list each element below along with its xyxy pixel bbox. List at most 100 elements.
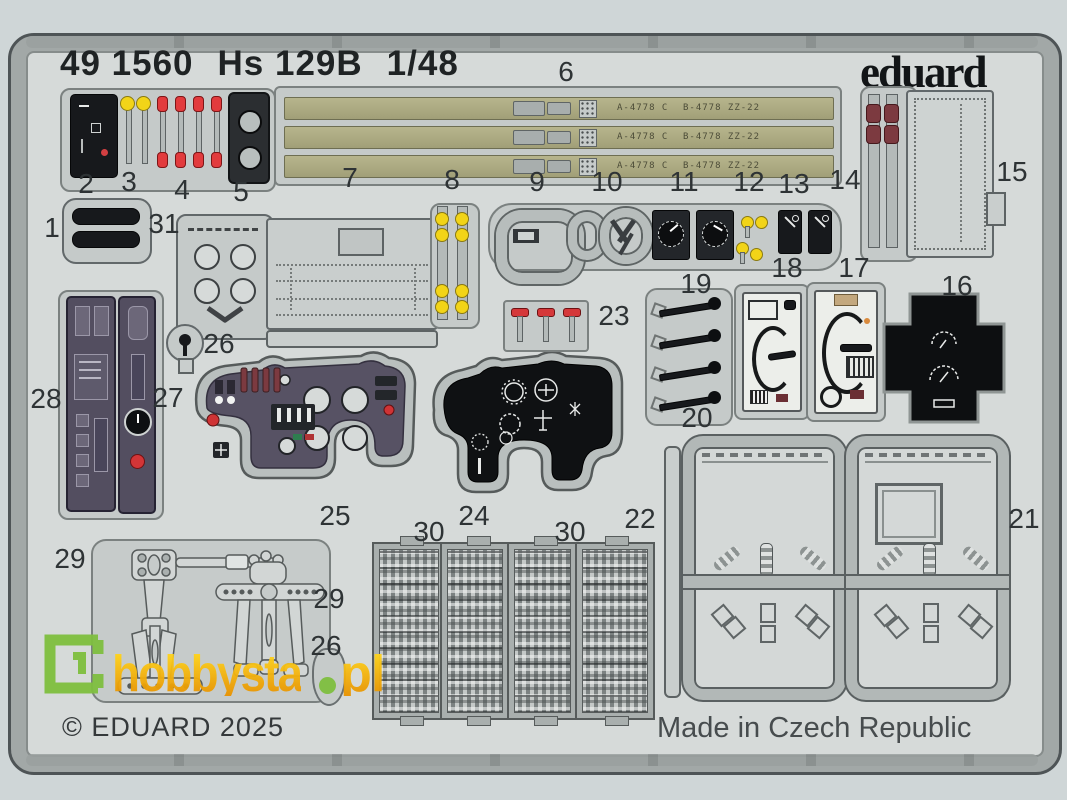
rivet-line — [960, 104, 962, 242]
lever-shaft — [658, 333, 716, 350]
part-16-panel — [882, 292, 1006, 424]
scale: 1/48 — [386, 44, 459, 83]
rivet-border — [914, 98, 986, 250]
belt-grommets — [579, 158, 597, 176]
console-line — [79, 377, 101, 379]
part-12-stem — [740, 252, 745, 264]
belt-code-left: A-4778 C — [617, 161, 669, 171]
handle-stem — [569, 316, 575, 342]
lever-ball — [708, 391, 721, 404]
panel-mark — [81, 139, 83, 153]
door-window-inner — [882, 490, 936, 538]
part-label-16: 16 — [941, 270, 973, 301]
trim-grid — [750, 390, 768, 404]
door-hinge-fitting — [797, 544, 829, 573]
door-frame-rail-left — [664, 446, 681, 698]
part-label-25: 25 — [319, 500, 351, 531]
rivet-row — [276, 298, 428, 300]
door-fitting-outline — [923, 625, 939, 643]
ring — [600, 208, 652, 264]
fret-frame-slots-bottom — [26, 754, 1038, 766]
trim-coil — [820, 386, 842, 408]
console-clock — [124, 408, 152, 436]
pedal-bar — [72, 208, 140, 225]
lightening-hole — [194, 278, 220, 304]
part-25-instrument-panel — [194, 351, 417, 480]
belt-buckle — [513, 159, 545, 174]
door-divider — [683, 574, 846, 590]
part-11-gauges — [652, 210, 734, 260]
seatbelt-strap: A-4778 C B-4778 ZZ-22 — [284, 126, 834, 149]
seatbelt-strap: A-4778 C B-4778 ZZ-22 — [284, 155, 834, 178]
bracket-hole — [238, 146, 262, 170]
belt-adjuster — [547, 160, 571, 173]
part-label-14: 14 — [829, 164, 861, 195]
trim-arc-scale — [822, 312, 872, 394]
part-label-4: 4 — [174, 174, 190, 205]
belt-buckle — [513, 101, 545, 116]
part-label-10: 10 — [591, 166, 623, 197]
part-28-console — [66, 296, 116, 512]
rivet-row — [276, 264, 428, 266]
yellow-knob — [455, 300, 469, 314]
door-hinge-fitting — [960, 544, 992, 573]
part-8-lever — [437, 206, 448, 320]
part-label-28: 28 — [30, 383, 62, 414]
part-label-23: 23 — [598, 300, 630, 331]
switch-panel — [778, 210, 802, 254]
yellow-knob — [455, 284, 469, 298]
copyright-text: © EDUARD 2025 — [62, 712, 284, 742]
part-15-tab — [986, 192, 1006, 226]
catalog-number: 49 1560 — [60, 44, 194, 83]
part-3-lever — [142, 106, 148, 164]
part-5-bracket — [228, 92, 270, 184]
part-label-27: 27 — [152, 382, 184, 413]
gauge-housing — [696, 210, 734, 260]
part-30-mesh-screen — [374, 536, 444, 726]
red-knob — [157, 152, 168, 168]
watermark-site-name: hobbysta — [112, 645, 303, 704]
yellow-knob — [120, 96, 135, 111]
belt-adjuster — [547, 102, 571, 115]
part-10-ring-straps — [568, 208, 652, 264]
part-13-switch-panels — [778, 210, 832, 256]
trim-tab — [850, 390, 864, 399]
trim-window — [748, 300, 778, 320]
door-fitting-outline — [760, 603, 776, 623]
red-knob — [211, 96, 222, 112]
part-label-1: 1 — [44, 212, 60, 243]
clock-needle — [137, 414, 139, 423]
watermark-tld: pl — [340, 645, 385, 704]
red-knob — [175, 152, 186, 168]
yellow-knob — [136, 96, 151, 111]
part-label-3: 3 — [121, 166, 137, 197]
yellow-knob — [435, 212, 449, 226]
red-knob — [193, 152, 204, 168]
part-18-trim-panel — [742, 292, 802, 412]
door-fitting-outline — [923, 603, 939, 623]
belt-code-left: A-4778 C — [617, 132, 669, 142]
lightening-hole — [194, 244, 220, 270]
part-label-21: 21 — [1008, 503, 1040, 534]
red-knob — [211, 152, 222, 168]
console-slot — [94, 418, 108, 472]
part-1-pedals — [62, 198, 152, 264]
trim-needle — [840, 344, 872, 352]
yellow-knob — [455, 228, 469, 242]
console-slot — [75, 306, 90, 336]
part-12-yellow-knob — [755, 216, 768, 229]
made-in-text: Made in Czech Republic — [657, 712, 972, 744]
door-rivet-dashes — [865, 453, 991, 457]
panel-mark — [91, 123, 101, 133]
part-3-lever — [126, 106, 132, 164]
door-hinge-fitting — [760, 543, 773, 577]
switch-panel — [808, 210, 832, 254]
gear-leg-right — [215, 550, 325, 677]
maroon-strap-pad — [866, 125, 881, 144]
console-slot — [94, 306, 109, 336]
part-label-26b: 26 — [310, 630, 342, 661]
belt-code-right: B-4778 ZZ-22 — [683, 161, 761, 171]
product-title: 49 1560 Hs 129B 1/48 — [60, 44, 459, 84]
switch-mark — [792, 215, 799, 222]
part-30-mesh-screen — [509, 536, 576, 726]
